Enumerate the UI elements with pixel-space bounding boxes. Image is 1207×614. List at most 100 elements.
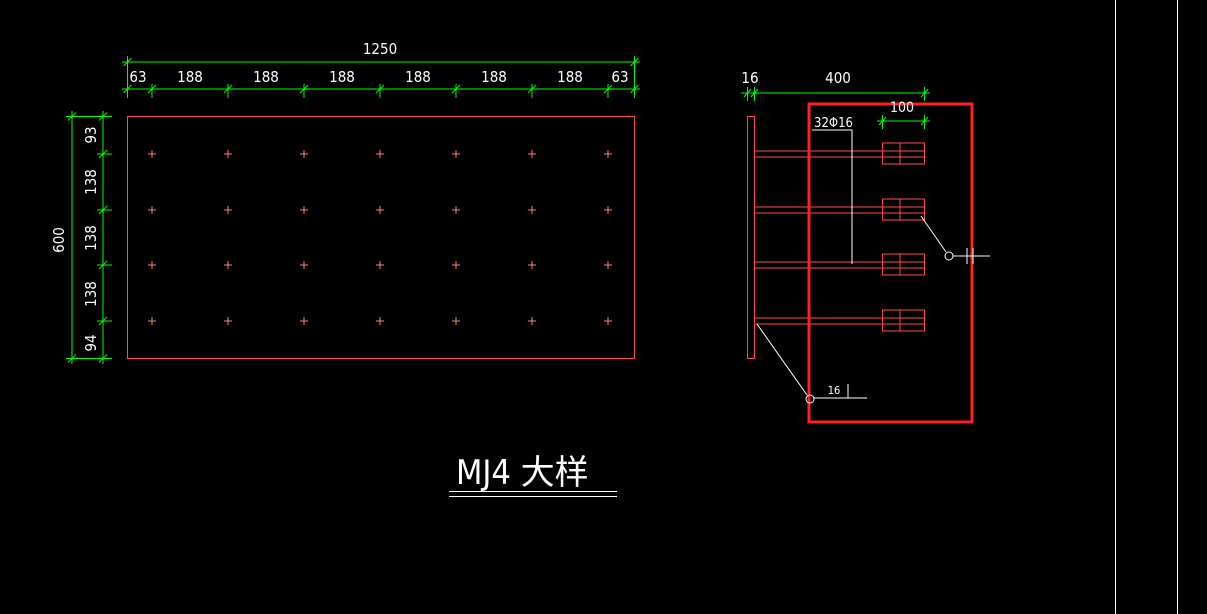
bar-end-plate bbox=[882, 142, 925, 165]
weld-fillet-triangle bbox=[847, 384, 862, 399]
bar-end-plate bbox=[882, 253, 925, 276]
section-leader-line bbox=[920, 215, 947, 253]
tick-mark bbox=[147, 84, 157, 94]
anchor-cross bbox=[376, 261, 384, 269]
tick-mark bbox=[98, 205, 108, 215]
end-dimension-label: 100 bbox=[890, 100, 914, 116]
anchor-cross bbox=[148, 317, 156, 325]
anchor-cross bbox=[452, 206, 460, 214]
highlight-box bbox=[807, 102, 974, 424]
width-segment-label: 188 bbox=[329, 68, 355, 86]
side-dimensions bbox=[741, 87, 930, 129]
weld-size-label: 16 bbox=[828, 384, 841, 397]
anchor-length-label: 400 bbox=[825, 69, 851, 87]
anchor-cross bbox=[376, 206, 384, 214]
tick-mark bbox=[98, 260, 108, 270]
width-dimension-text: 1250 63 188 188 188 188 188 188 63 bbox=[129, 40, 628, 86]
tick-mark bbox=[603, 84, 613, 94]
width-dimensions bbox=[122, 56, 640, 98]
side-dimension-text: 16 400 100 bbox=[741, 69, 914, 116]
width-segment-label: 63 bbox=[611, 68, 628, 86]
weld-symbol bbox=[756, 323, 867, 404]
rebar-note: 32Φ16 bbox=[812, 116, 853, 264]
anchor-cross bbox=[148, 150, 156, 158]
anchor-bar bbox=[754, 198, 925, 221]
tick-mark bbox=[98, 316, 108, 326]
bar-end-plate bbox=[882, 198, 925, 221]
anchor-cross bbox=[300, 206, 308, 214]
tick-mark bbox=[451, 84, 461, 94]
width-segment-label: 63 bbox=[129, 68, 146, 86]
anchor-cross bbox=[528, 150, 536, 158]
tick-mark bbox=[98, 112, 108, 121]
anchor-cross bbox=[148, 206, 156, 214]
tick-mark bbox=[630, 84, 639, 94]
width-segment-label: 188 bbox=[481, 68, 507, 86]
tick-mark bbox=[67, 112, 77, 121]
section-leader bbox=[920, 215, 990, 264]
height-segment-label: 138 bbox=[82, 281, 100, 307]
weld-leader-line bbox=[756, 323, 808, 396]
overall-width-label: 1250 bbox=[363, 40, 397, 58]
tick-mark bbox=[920, 88, 929, 98]
weld-leader-circle bbox=[805, 394, 815, 404]
height-dimension-text: 600 93 138 138 138 94 bbox=[50, 126, 100, 351]
embedded-plate-outline bbox=[127, 116, 635, 359]
side-section-view bbox=[747, 102, 974, 424]
tick-mark bbox=[98, 149, 108, 159]
anchor-cross bbox=[300, 261, 308, 269]
tick-mark bbox=[527, 84, 537, 94]
width-segment-label: 188 bbox=[177, 68, 203, 86]
drawing-title-block: MJ4 大样 bbox=[449, 453, 617, 497]
anchor-cross bbox=[224, 317, 232, 325]
height-segment-label: 94 bbox=[82, 334, 100, 351]
anchor-cross bbox=[224, 206, 232, 214]
anchor-cross bbox=[528, 317, 536, 325]
anchor-cross bbox=[224, 261, 232, 269]
anchor-bar bbox=[754, 253, 925, 276]
anchor-cross bbox=[376, 150, 384, 158]
anchor-cross-marks bbox=[148, 150, 612, 325]
width-segment-label: 188 bbox=[405, 68, 431, 86]
height-tick-marks bbox=[67, 112, 112, 363]
plate-section bbox=[747, 116, 755, 359]
height-segment-label: 138 bbox=[82, 169, 100, 195]
tick-mark bbox=[920, 116, 929, 126]
tick-mark bbox=[630, 57, 639, 67]
tick-mark bbox=[743, 88, 752, 98]
anchor-bars bbox=[754, 142, 925, 332]
width-segment-label: 188 bbox=[253, 68, 279, 86]
tick-mark bbox=[750, 88, 759, 98]
anchor-cross bbox=[604, 261, 612, 269]
anchor-cross bbox=[224, 150, 232, 158]
tick-mark bbox=[299, 84, 309, 94]
bar-end-plate bbox=[882, 309, 925, 332]
tick-mark bbox=[123, 57, 132, 67]
tick-mark bbox=[878, 116, 887, 126]
plate-elevation-view bbox=[127, 116, 635, 359]
height-segment-label: 93 bbox=[82, 126, 100, 143]
anchor-cross bbox=[604, 317, 612, 325]
tick-mark bbox=[223, 84, 233, 94]
anchor-cross bbox=[300, 150, 308, 158]
overall-height-label: 600 bbox=[50, 227, 68, 253]
drawing-title: MJ4 大样 bbox=[456, 453, 589, 493]
width-segment-label: 188 bbox=[557, 68, 583, 86]
rebar-note-label: 32Φ16 bbox=[814, 116, 853, 131]
tick-mark bbox=[375, 84, 385, 94]
anchor-cross bbox=[376, 317, 384, 325]
tick-mark bbox=[123, 84, 132, 94]
anchor-bar bbox=[754, 142, 925, 165]
width-tick-marks bbox=[123, 57, 639, 98]
tick-mark bbox=[67, 354, 77, 363]
anchor-cross bbox=[452, 317, 460, 325]
anchor-bar bbox=[754, 309, 925, 332]
anchor-cross bbox=[300, 317, 308, 325]
anchor-cross bbox=[452, 261, 460, 269]
height-dimensions bbox=[66, 111, 112, 364]
anchor-cross bbox=[528, 261, 536, 269]
anchor-cross bbox=[528, 206, 536, 214]
tick-mark bbox=[98, 354, 108, 363]
plate-thickness-label: 16 bbox=[741, 69, 758, 87]
